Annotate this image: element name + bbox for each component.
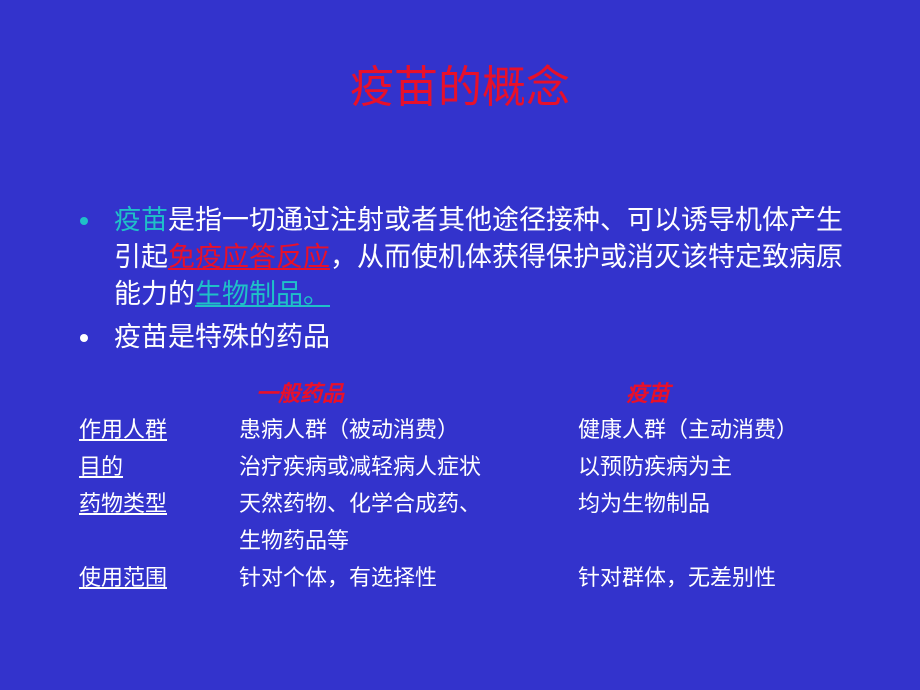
link-immune-response[interactable]: 免疫应答反应 (168, 242, 330, 273)
row-label-target-population[interactable]: 作用人群 (79, 418, 168, 443)
bullet-list: 疫苗是指一切通过注射或者其他途径接种、可以诱导机体产生引起免疫应答反应，从而使机… (76, 202, 856, 356)
cell-vaccine-scope: 针对群体，无差别性 (578, 566, 777, 591)
cell-vaccine-drug-type: 均为生物制品 (578, 492, 711, 517)
slide-title: 疫苗的概念 (350, 62, 570, 113)
row-label-purpose[interactable]: 目的 (79, 455, 124, 480)
cell-general-purpose: 治疗疾病或减轻病人症状 (239, 455, 482, 480)
link-biological-products[interactable]: 生物制品。 (195, 279, 330, 310)
bullet-dot-icon (80, 217, 88, 225)
cell-general-drug-type: 天然药物、化学合成药、 (239, 492, 482, 517)
definition-text-1: 是指一切通过注射或者其他途径接种、可以诱导机体产生引起 (114, 205, 843, 273)
definition-text-2: ，从而使机体获得保护或消灭该特定致病原能力的 (114, 242, 843, 310)
bullet-definition: 疫苗是指一切通过注射或者其他途径接种、可以诱导机体产生引起免疫应答反应，从而使机… (76, 202, 856, 313)
cell-vaccine-population: 健康人群（主动消费） (578, 418, 799, 443)
row-label-scope[interactable]: 使用范围 (79, 566, 168, 591)
bullet-special-drug: 疫苗是特殊的药品 (76, 319, 856, 356)
cell-vaccine-purpose: 以预防疾病为主 (578, 455, 733, 480)
header-general-drugs: 一般药品 (256, 381, 345, 407)
header-vaccines: 疫苗 (626, 381, 671, 407)
term-vaccine: 疫苗 (114, 205, 168, 236)
row-label-drug-type[interactable]: 药物类型 (79, 492, 168, 517)
cell-general-drug-type-cont: 生物药品等 (239, 529, 350, 554)
cell-general-population: 患病人群（被动消费） (239, 418, 460, 443)
cell-general-scope: 针对个体，有选择性 (239, 566, 438, 591)
bullet-dot-icon (80, 334, 88, 342)
bullet-text: 疫苗是特殊的药品 (114, 322, 330, 353)
